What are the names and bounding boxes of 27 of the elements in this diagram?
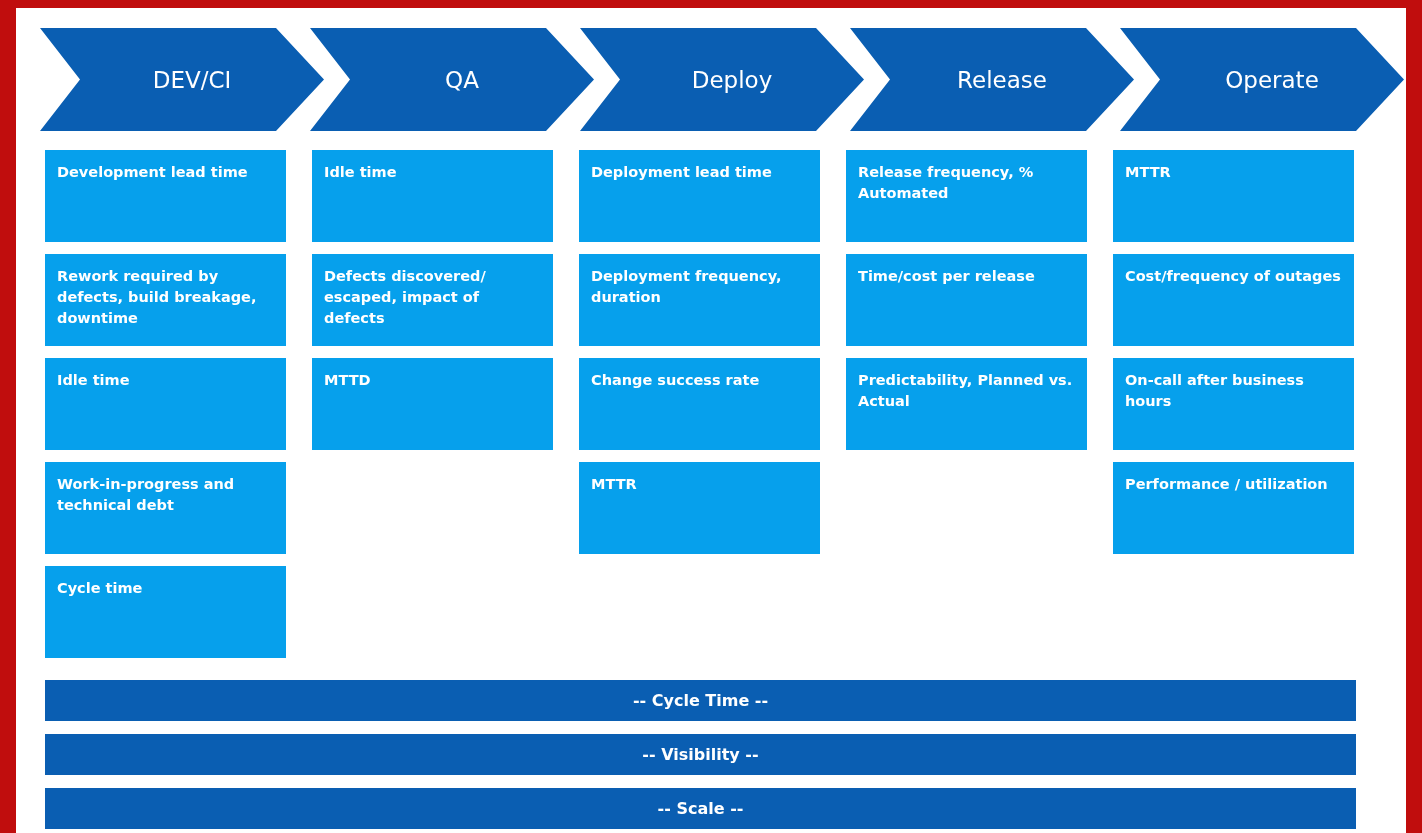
metric-box: Deployment lead time — [579, 150, 820, 242]
metric-box: MTTR — [579, 462, 820, 554]
metric-box: Deployment frequency, duration — [579, 254, 820, 346]
stage-title: Operate — [1225, 66, 1319, 93]
metric-box: Cost/frequency of outages — [1113, 254, 1354, 346]
banner-bar: -- Visibility -- — [45, 734, 1356, 775]
banner-bar: -- Cycle Time -- — [45, 680, 1356, 721]
metric-box: Cycle time — [45, 566, 286, 658]
stage-title: QA — [445, 66, 479, 93]
stage-title: Release — [957, 66, 1047, 93]
metric-box: Performance / utilization — [1113, 462, 1354, 554]
stage-title: DEV/CI — [152, 66, 232, 93]
metric-box: Defects discovered/ escaped, impact of defects — [312, 254, 553, 346]
metric-box: Predictability, Planned vs. Actual — [846, 358, 1087, 450]
metric-box: Work-in-progress and technical debt — [45, 462, 286, 554]
stage-title: Deploy — [691, 66, 773, 93]
metric-box: Change success rate — [579, 358, 820, 450]
metric-box: Time/cost per release — [846, 254, 1087, 346]
metric-box: Rework required by defects, build breakage, downtime — [45, 254, 286, 346]
banner-bar: -- Scale -- — [45, 788, 1356, 829]
metric-box: Idle time — [312, 150, 553, 242]
metric-box: Development lead time — [45, 150, 286, 242]
metric-box: MTTD — [312, 358, 553, 450]
metric-box: Release frequency, % Automated — [846, 150, 1087, 242]
metric-box: On-call after business hours — [1113, 358, 1354, 450]
metric-box: Idle time — [45, 358, 286, 450]
metric-box: MTTR — [1113, 150, 1354, 242]
